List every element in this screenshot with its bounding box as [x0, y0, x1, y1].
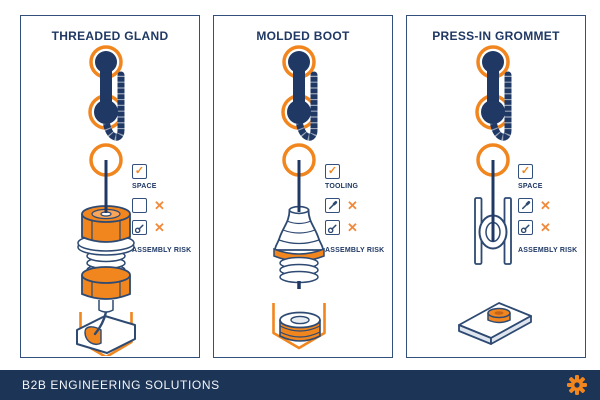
- check-icon: ✓: [520, 165, 531, 177]
- checklist: ✓ SPACE ✕ ✕ ASSEMBLY RISK: [518, 164, 580, 254]
- risk-label: ASSEMBLY RISK: [518, 247, 578, 254]
- checkbox-checked-icon: ✓: [325, 164, 340, 179]
- check-icon: ✓: [327, 165, 338, 177]
- panel-threaded-gland: THREADED GLAND: [20, 15, 200, 358]
- comparison-panels: THREADED GLAND: [20, 15, 586, 358]
- x-icon: ✕: [347, 198, 358, 213]
- panel-molded-boot: MOLDED BOOT: [213, 15, 393, 358]
- x-icon: ✕: [540, 220, 551, 235]
- pro-label: SPACE: [132, 183, 157, 190]
- con-row: ✕: [325, 220, 358, 235]
- panel-title: MOLDED BOOT: [256, 29, 350, 43]
- screwdriver-icon: [325, 198, 340, 213]
- con-row: ✕: [132, 220, 165, 235]
- panel-press-in-grommet: PRESS-IN GROMMET: [406, 15, 586, 358]
- checklist: ✓ SPACE ✕ ✕ ASSEMBLY RISK: [132, 164, 194, 254]
- pro-label: TOOLING: [325, 183, 359, 190]
- threaded-gland-illustration: [76, 16, 136, 356]
- x-icon: ✕: [154, 220, 165, 235]
- wrench-icon: [132, 220, 147, 235]
- con-row: ✕: [325, 198, 358, 213]
- gear-icon: [566, 374, 588, 396]
- molded-boot-illustration: [272, 16, 326, 350]
- blank-checkbox-icon: [132, 198, 147, 213]
- risk-label: ASSEMBLY RISK: [325, 247, 385, 254]
- con-row: ✕: [132, 198, 165, 213]
- panel-title: THREADED GLAND: [51, 29, 169, 43]
- check-icon: ✓: [134, 165, 145, 177]
- x-icon: ✕: [347, 220, 358, 235]
- wrench-icon: [518, 220, 533, 235]
- panel-title: PRESS-IN GROMMET: [432, 29, 560, 43]
- pro-label: SPACE: [518, 183, 543, 190]
- con-row: ✕: [518, 220, 551, 235]
- x-icon: ✕: [540, 198, 551, 213]
- press-in-grommet-illustration: [458, 16, 532, 345]
- screwdriver-icon: [518, 198, 533, 213]
- checkbox-checked-icon: ✓: [518, 164, 533, 179]
- cable-connector-icon: [283, 47, 315, 202]
- checkbox-checked-icon: ✓: [132, 164, 147, 179]
- footer-bar: B2B ENGINEERING SOLUTIONS: [0, 370, 600, 400]
- cable-connector-icon: [90, 47, 122, 202]
- brand-text: B2B ENGINEERING SOLUTIONS: [22, 378, 220, 392]
- cable-connector-icon: [477, 47, 509, 202]
- con-row: ✕: [518, 198, 551, 213]
- checklist: ✓ TOOLING ✕ ✕ ASSEMBLY RISK: [325, 164, 387, 254]
- wrench-icon: [325, 220, 340, 235]
- x-icon: ✕: [154, 198, 165, 213]
- risk-label: ASSEMBLY RISK: [132, 247, 192, 254]
